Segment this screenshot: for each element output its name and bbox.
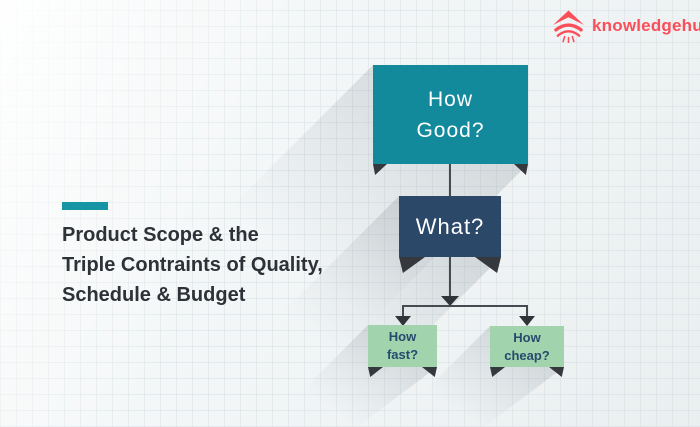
node-how-fast-label: How fast? xyxy=(386,329,419,362)
arrow-down-icon-right xyxy=(519,316,535,326)
title-line-3: Schedule & Budget xyxy=(62,284,246,306)
node-how-cheap: How cheap? xyxy=(490,326,564,367)
connector-left-stub xyxy=(402,305,404,317)
connector-what-stem xyxy=(449,257,451,297)
connector-quality-to-what xyxy=(449,164,451,197)
corner-fold xyxy=(373,164,387,175)
arrow-down-icon-middle xyxy=(441,296,459,306)
node-how-cheap-label: How cheap? xyxy=(504,329,550,363)
corner-fold xyxy=(514,164,528,175)
node-what-label: What? xyxy=(415,213,485,239)
corner-fold xyxy=(368,367,383,377)
corner-fold xyxy=(490,367,505,377)
node-how-good-label: How Good? xyxy=(416,87,485,142)
title-accent-bar xyxy=(62,202,108,210)
page-title: Product Scope & the Triple Contraints of… xyxy=(62,220,362,310)
corner-fold xyxy=(549,367,564,377)
corner-fold xyxy=(422,367,437,377)
logo-text: knowledgehut xyxy=(592,16,700,35)
knowledgehut-arrow-icon xyxy=(552,10,585,43)
node-how-fast: How fast? xyxy=(368,325,437,367)
node-how-good: How Good? xyxy=(373,65,528,164)
node-what: What? xyxy=(399,196,501,257)
title-line-1: Product Scope & the xyxy=(62,224,259,246)
arrow-down-icon-left xyxy=(395,316,411,326)
connector-branch-horizontal xyxy=(403,305,528,307)
title-line-2: Triple Contraints of Quality, xyxy=(62,254,323,276)
connector-right-stub xyxy=(526,305,528,317)
title-block: Product Scope & the Triple Contraints of… xyxy=(62,202,362,310)
knowledgehut-logo: knowledgehut xyxy=(552,9,700,43)
